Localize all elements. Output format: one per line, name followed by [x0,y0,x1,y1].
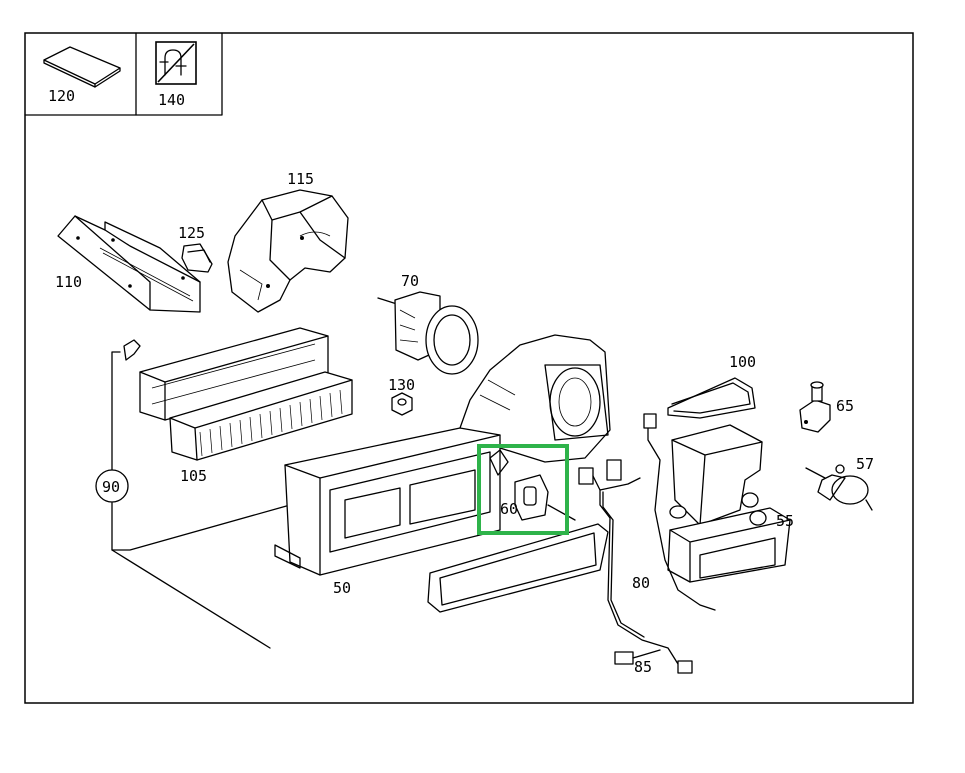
part-label-125: 125 [178,224,205,242]
housing-50 [274,334,611,576]
blower-motor-70 [377,291,479,375]
part-label-55: 55 [776,512,794,530]
actuator-57 [805,464,873,511]
part-label-90: 90 [102,478,120,496]
part-label-85: 85 [634,658,652,676]
filter-pad-icon [43,46,121,88]
clip-125 [181,243,213,273]
resistor-60 [489,449,576,521]
hose-100 [667,377,756,419]
gasket [427,523,609,613]
part-label-65: 65 [836,397,854,415]
valve-65 [799,381,831,433]
wiring-harness-85 [578,459,693,674]
part-label-130: 130 [388,376,415,394]
bracket-90 [95,339,291,649]
legend-label-120: 120 [48,87,75,105]
diagram-frame [24,32,914,704]
part-label-70: 70 [401,272,419,290]
part-label-100: 100 [729,353,756,371]
filter-105 [169,371,353,461]
duct-cover-115 [227,189,349,313]
nut-130 [391,392,413,416]
legend-box [24,32,223,116]
highlight-box-60 [477,444,569,535]
legend-label-140: 140 [158,91,185,109]
bracket-110 [57,215,201,313]
part-label-105: 105 [180,467,207,485]
part-label-80: 80 [632,574,650,592]
duct-assembly-80 [643,413,791,611]
part-label-57: 57 [856,455,874,473]
part-label-110: 110 [55,273,82,291]
part-label-115: 115 [287,170,314,188]
part-label-50: 50 [333,579,351,597]
refrigerant-no-service-icon [155,41,197,85]
part-label-60: 60 [500,500,518,518]
